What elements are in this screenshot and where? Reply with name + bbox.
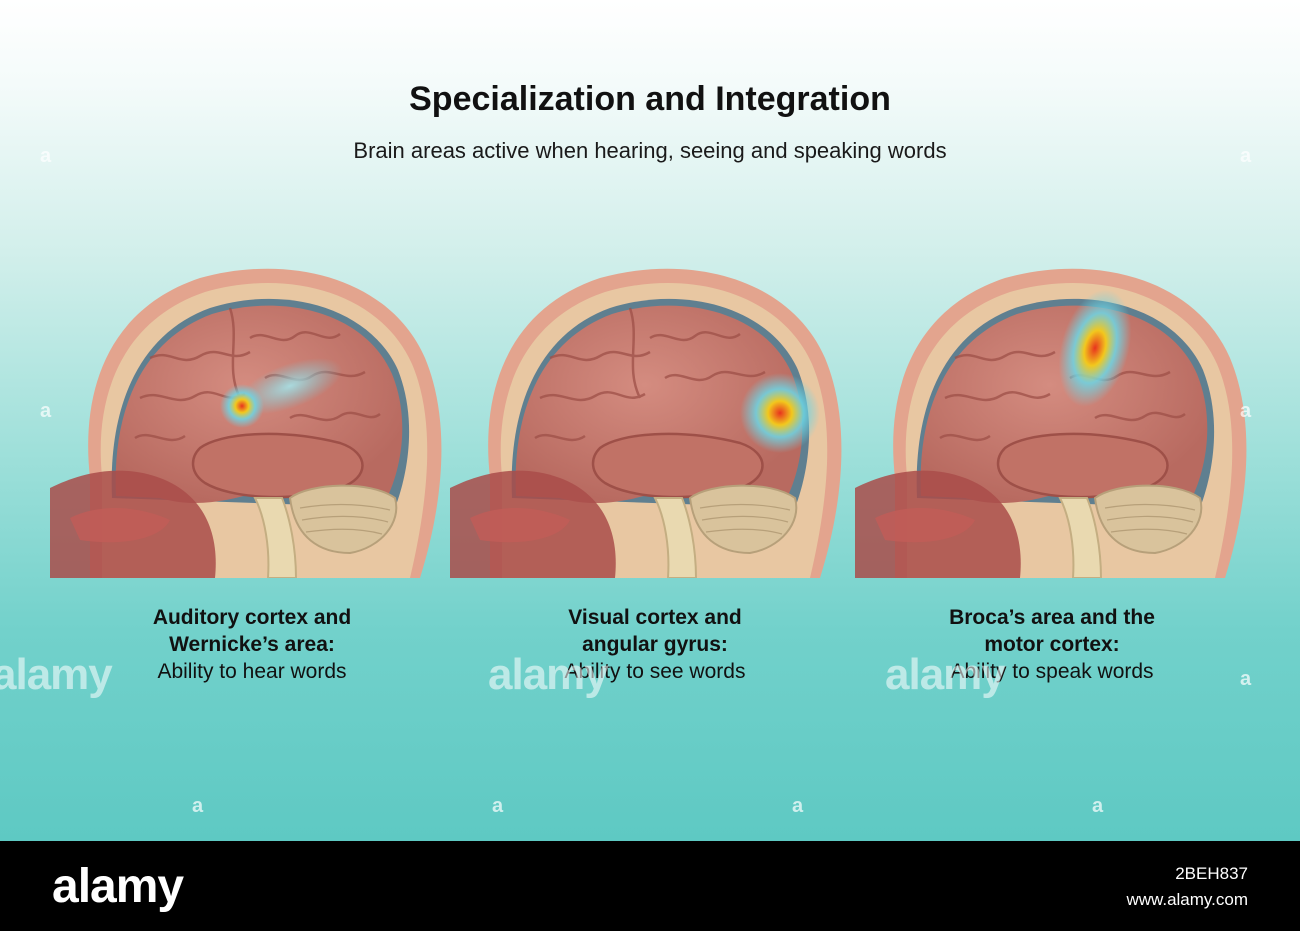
caption-heading-line1: Visual cortex and [568, 606, 742, 629]
brain-sagittal-svg [855, 268, 1247, 578]
caption-description: Ability to speak words [950, 660, 1154, 683]
caption-heading-line2: Wernicke’s area: [169, 633, 335, 656]
caption-description: Ability to hear words [157, 660, 347, 683]
brain-sagittal-svg [450, 268, 842, 578]
activation-spot-motor-cortex [1058, 289, 1132, 407]
activation-halo [237, 358, 343, 414]
figure-title: Specialization and Integration [409, 80, 891, 118]
caption-heading-line1: Broca’s area and the [949, 606, 1155, 629]
watermark: alamy [885, 650, 1006, 699]
watermark-mark: a [192, 795, 204, 817]
caption-heading-line1: Auditory cortex and [152, 606, 352, 629]
watermark-mark: a [40, 145, 52, 167]
watermark: alamy [488, 650, 609, 699]
watermark-mark: a [1092, 795, 1104, 817]
caption-description: Ability to see words [564, 660, 746, 683]
footer-meta: 2BEH837 www.alamy.com [1028, 861, 1248, 913]
watermark-mark: a [1240, 400, 1252, 422]
brain-sagittal-svg [50, 268, 442, 578]
watermark-mark: a [40, 400, 52, 422]
watermark-mark: a [492, 795, 504, 817]
image-id: 2BEH837 [1175, 864, 1248, 883]
watermark-mark: a [792, 795, 804, 817]
caption-auditory: Auditory cortex and Wernicke’s area: Abi… [87, 604, 417, 685]
figure-subtitle: Brain areas active when hearing, seeing … [353, 138, 947, 163]
brain-illustration-broca [855, 248, 1255, 578]
caption-heading-line2: motor cortex: [984, 633, 1120, 656]
activation-spot-angular-gyrus [740, 373, 820, 453]
caption-broca: Broca’s area and the motor cortex: Abili… [887, 604, 1217, 685]
caption-visual: Visual cortex and angular gyrus: Ability… [490, 604, 820, 685]
brainstem-shape [253, 497, 298, 578]
stock-footer-bar: alamy 2BEH837 www.alamy.com [0, 841, 1300, 931]
watermark-mark: a [1240, 145, 1252, 167]
caption-heading-line2: angular gyrus: [582, 633, 728, 656]
watermark: alamy [0, 650, 113, 699]
watermark-mark: a [1240, 668, 1252, 690]
footer-url[interactable]: www.alamy.com [1126, 890, 1248, 909]
activation-spot-wernicke [220, 384, 264, 428]
footer-logo[interactable]: alamy [52, 860, 184, 913]
brain-illustration-visual [450, 248, 850, 578]
cerebellum-shape [288, 484, 398, 555]
figure: Specialization and Integration Brain are… [0, 0, 1300, 841]
brain-illustration-auditory [50, 248, 450, 578]
